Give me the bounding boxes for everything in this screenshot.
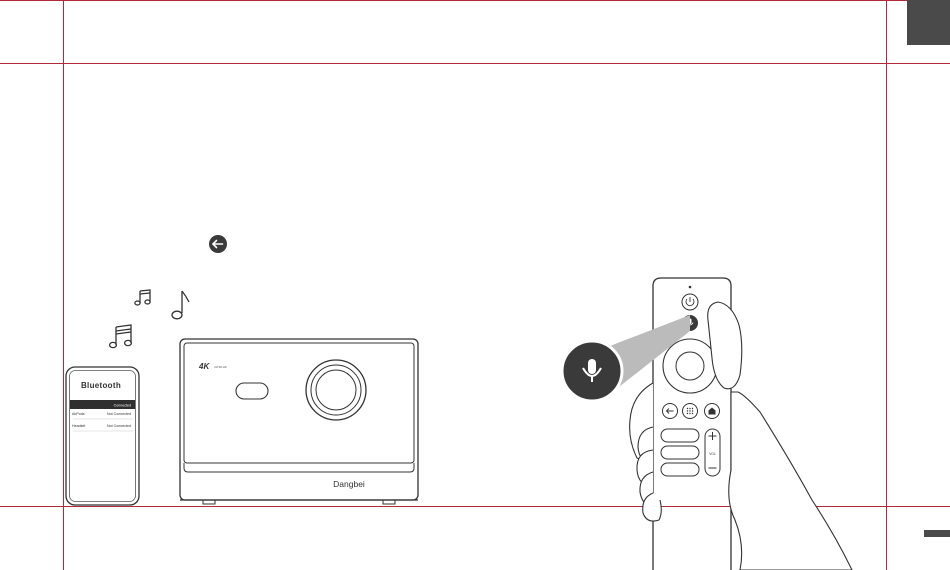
projector-4k-badge: 4K <box>198 362 210 371</box>
power-icon <box>682 294 698 310</box>
projector-illustration <box>180 339 418 504</box>
music-note-icon <box>110 325 132 348</box>
remote-vol-label: VOL <box>709 452 716 456</box>
callout-beam <box>610 315 690 394</box>
back-arrow-icon <box>667 409 674 414</box>
phone-device-status: Not Connected <box>107 412 131 416</box>
projector-badge-subtext: ULTRA HD <box>214 365 227 369</box>
phone-device-status: Not Connected <box>107 424 131 428</box>
phone-connected-status: Connected <box>114 404 131 408</box>
phone-bluetooth-title: Bluetooth <box>81 381 121 390</box>
music-note-icon <box>172 291 189 319</box>
phone-device-name: Headset <box>72 424 85 428</box>
microphone-icon <box>562 341 622 401</box>
projector-brand-logo: Dangbei <box>333 479 365 489</box>
apps-grid-icon <box>687 408 693 414</box>
phone-device-name: AirPods <box>72 412 85 416</box>
home-icon <box>709 408 716 415</box>
back-arrow-icon <box>209 235 227 253</box>
music-note-icon <box>135 290 150 305</box>
